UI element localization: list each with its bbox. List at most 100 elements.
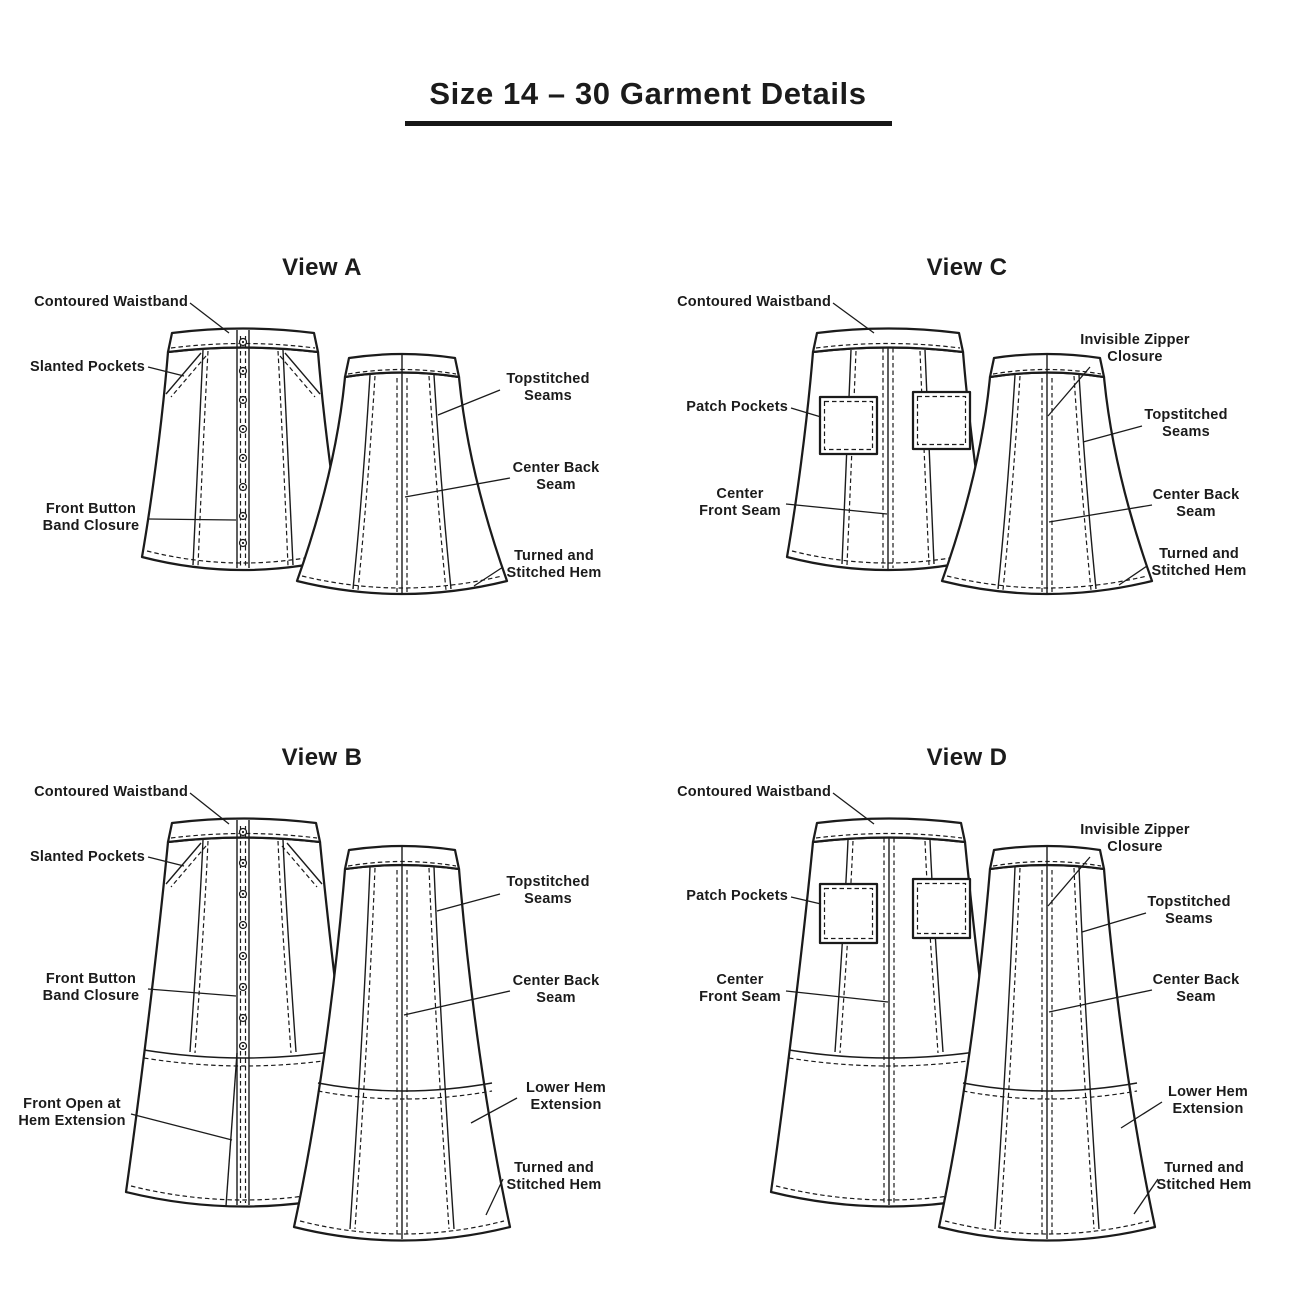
leader-b-front-open [130,1113,233,1141]
leader-a-contoured-waistband [189,302,230,334]
label-d-turned-and-stitched-hem: Turned and Stitched Hem [1156,1160,1252,1194]
princess-seams [349,866,455,1230]
hem-stitching [791,550,985,564]
label-a-slanted-pockets: Slanted Pockets [29,359,145,375]
hem-stitching [146,550,340,564]
label-c-turned-and-stitched-hem: Turned and Stitched Hem [1151,546,1247,580]
hem-extension-seam [788,1049,990,1067]
view-b-front-skirt [124,817,364,1208]
patch-pockets [818,390,972,456]
leader-c-invisible-zipper [1047,366,1091,417]
view-c-front-skirt [785,327,991,572]
leader-d-center-back-seam [1048,989,1153,1013]
front-button-band [236,330,250,568]
label-c-patch-pockets: Patch Pockets [686,399,788,415]
leader-d-center-front-seam [785,990,889,1003]
slanted-pockets [165,842,323,888]
label-b-slanted-pockets: Slanted Pockets [29,849,145,865]
front-button-band [225,820,250,1207]
leader-c-patch-pockets [790,407,822,418]
waistband [811,817,967,844]
leader-c-contoured-waistband [832,302,875,334]
leader-c-center-back-seam [1048,504,1153,523]
leader-b-slanted-pockets [147,856,185,867]
hem-extension-seam [317,1082,493,1100]
princess-seams [189,839,297,1054]
label-a-contoured-waistband: Contoured Waistband [34,294,188,310]
leader-c-turned-hem [1118,565,1148,586]
leader-a-topstitched-seams [437,389,501,416]
leader-a-slanted-pockets [147,366,185,377]
view-a-back-skirt [295,352,509,596]
leader-d-contoured-waistband [832,792,875,825]
front-open-slit [225,1052,238,1207]
label-d-contoured-waistband: Contoured Waistband [677,784,831,800]
view-c-title: View C [926,254,1008,281]
leader-d-topstitched-seams [1081,912,1147,933]
slanted-pockets [165,352,321,398]
view-d-title: View D [926,744,1008,771]
label-d-invisible-zipper-closure: Invisible Zipper Closure [1080,822,1190,856]
label-c-topstitched-seams: Topstitched Seams [1144,407,1228,441]
label-b-front-open-at-hem-extension: Front Open at Hem Extension [18,1096,126,1130]
label-d-center-front-seam: Center Front Seam [699,972,781,1006]
leader-a-turned-hem [473,566,504,587]
leader-lines [130,302,1163,1216]
leader-a-front-button-band [147,518,237,521]
view-c-back-skirt [940,352,1154,596]
title-underline [405,121,892,126]
label-b-topstitched-seams: Topstitched Seams [506,874,590,908]
label-d-patch-pockets: Patch Pockets [686,888,788,904]
label-c-contoured-waistband: Contoured Waistband [677,294,831,310]
leader-c-center-front-seam [785,503,888,515]
label-a-turned-and-stitched-hem: Turned and Stitched Hem [506,548,602,582]
label-d-center-back-seam: Center Back Seam [1152,972,1240,1006]
leader-d-lower-hem-extension [1120,1101,1163,1129]
label-a-topstitched-seams: Topstitched Seams [506,371,590,405]
label-b-front-button-band-closure: Front Button Band Closure [42,971,140,1005]
leader-b-contoured-waistband [189,792,230,825]
leader-d-turned-hem [1133,1178,1159,1215]
label-a-front-button-band-closure: Front Button Band Closure [42,501,140,535]
leader-c-topstitched-seams [1082,425,1143,443]
label-c-center-front-seam: Center Front Seam [699,486,781,520]
view-a-title: View A [282,254,362,281]
leader-d-patch-pockets [790,896,822,905]
leader-d-invisible-zipper [1047,856,1091,907]
label-b-turned-and-stitched-hem: Turned and Stitched Hem [506,1160,602,1194]
princess-seams [192,349,294,567]
hem-stitching [299,1220,505,1235]
label-b-center-back-seam: Center Back Seam [512,973,600,1007]
princess-seams [834,839,944,1054]
label-b-lower-hem-extension: Lower Hem Extension [526,1080,606,1114]
leader-b-topstitched-seams [436,893,501,912]
center-front-seam [882,347,894,569]
label-d-lower-hem-extension: Lower Hem Extension [1168,1084,1248,1118]
view-b-title: View B [281,744,363,771]
leader-b-lower-hem-extension [470,1097,518,1124]
label-d-topstitched-seams: Topstitched Seams [1147,894,1231,928]
label-c-center-back-seam: Center Back Seam [1152,487,1240,521]
leader-b-turned-hem [485,1178,504,1216]
leader-a-center-back-seam [404,477,511,498]
patch-pockets [818,877,972,945]
label-a-center-back-seam: Center Back Seam [512,460,600,494]
buttons [238,827,248,1051]
view-b-back-skirt [292,844,512,1242]
leader-b-center-back-seam [403,990,511,1016]
view-d-front-skirt [769,817,1009,1208]
buttons [238,337,248,548]
princess-seams [841,349,935,566]
page-title: Size 14 – 30 Garment Details [429,76,867,111]
leader-b-front-button-band [147,988,237,997]
label-c-invisible-zipper-closure: Invisible Zipper Closure [1080,332,1190,366]
center-back-seam [396,354,408,594]
hem-stitching [301,575,503,589]
hem-extension-seam [143,1049,345,1067]
waistband [811,327,965,354]
center-front-seam [883,837,895,1205]
center-back-seam [396,846,408,1239]
label-b-contoured-waistband: Contoured Waistband [34,784,188,800]
